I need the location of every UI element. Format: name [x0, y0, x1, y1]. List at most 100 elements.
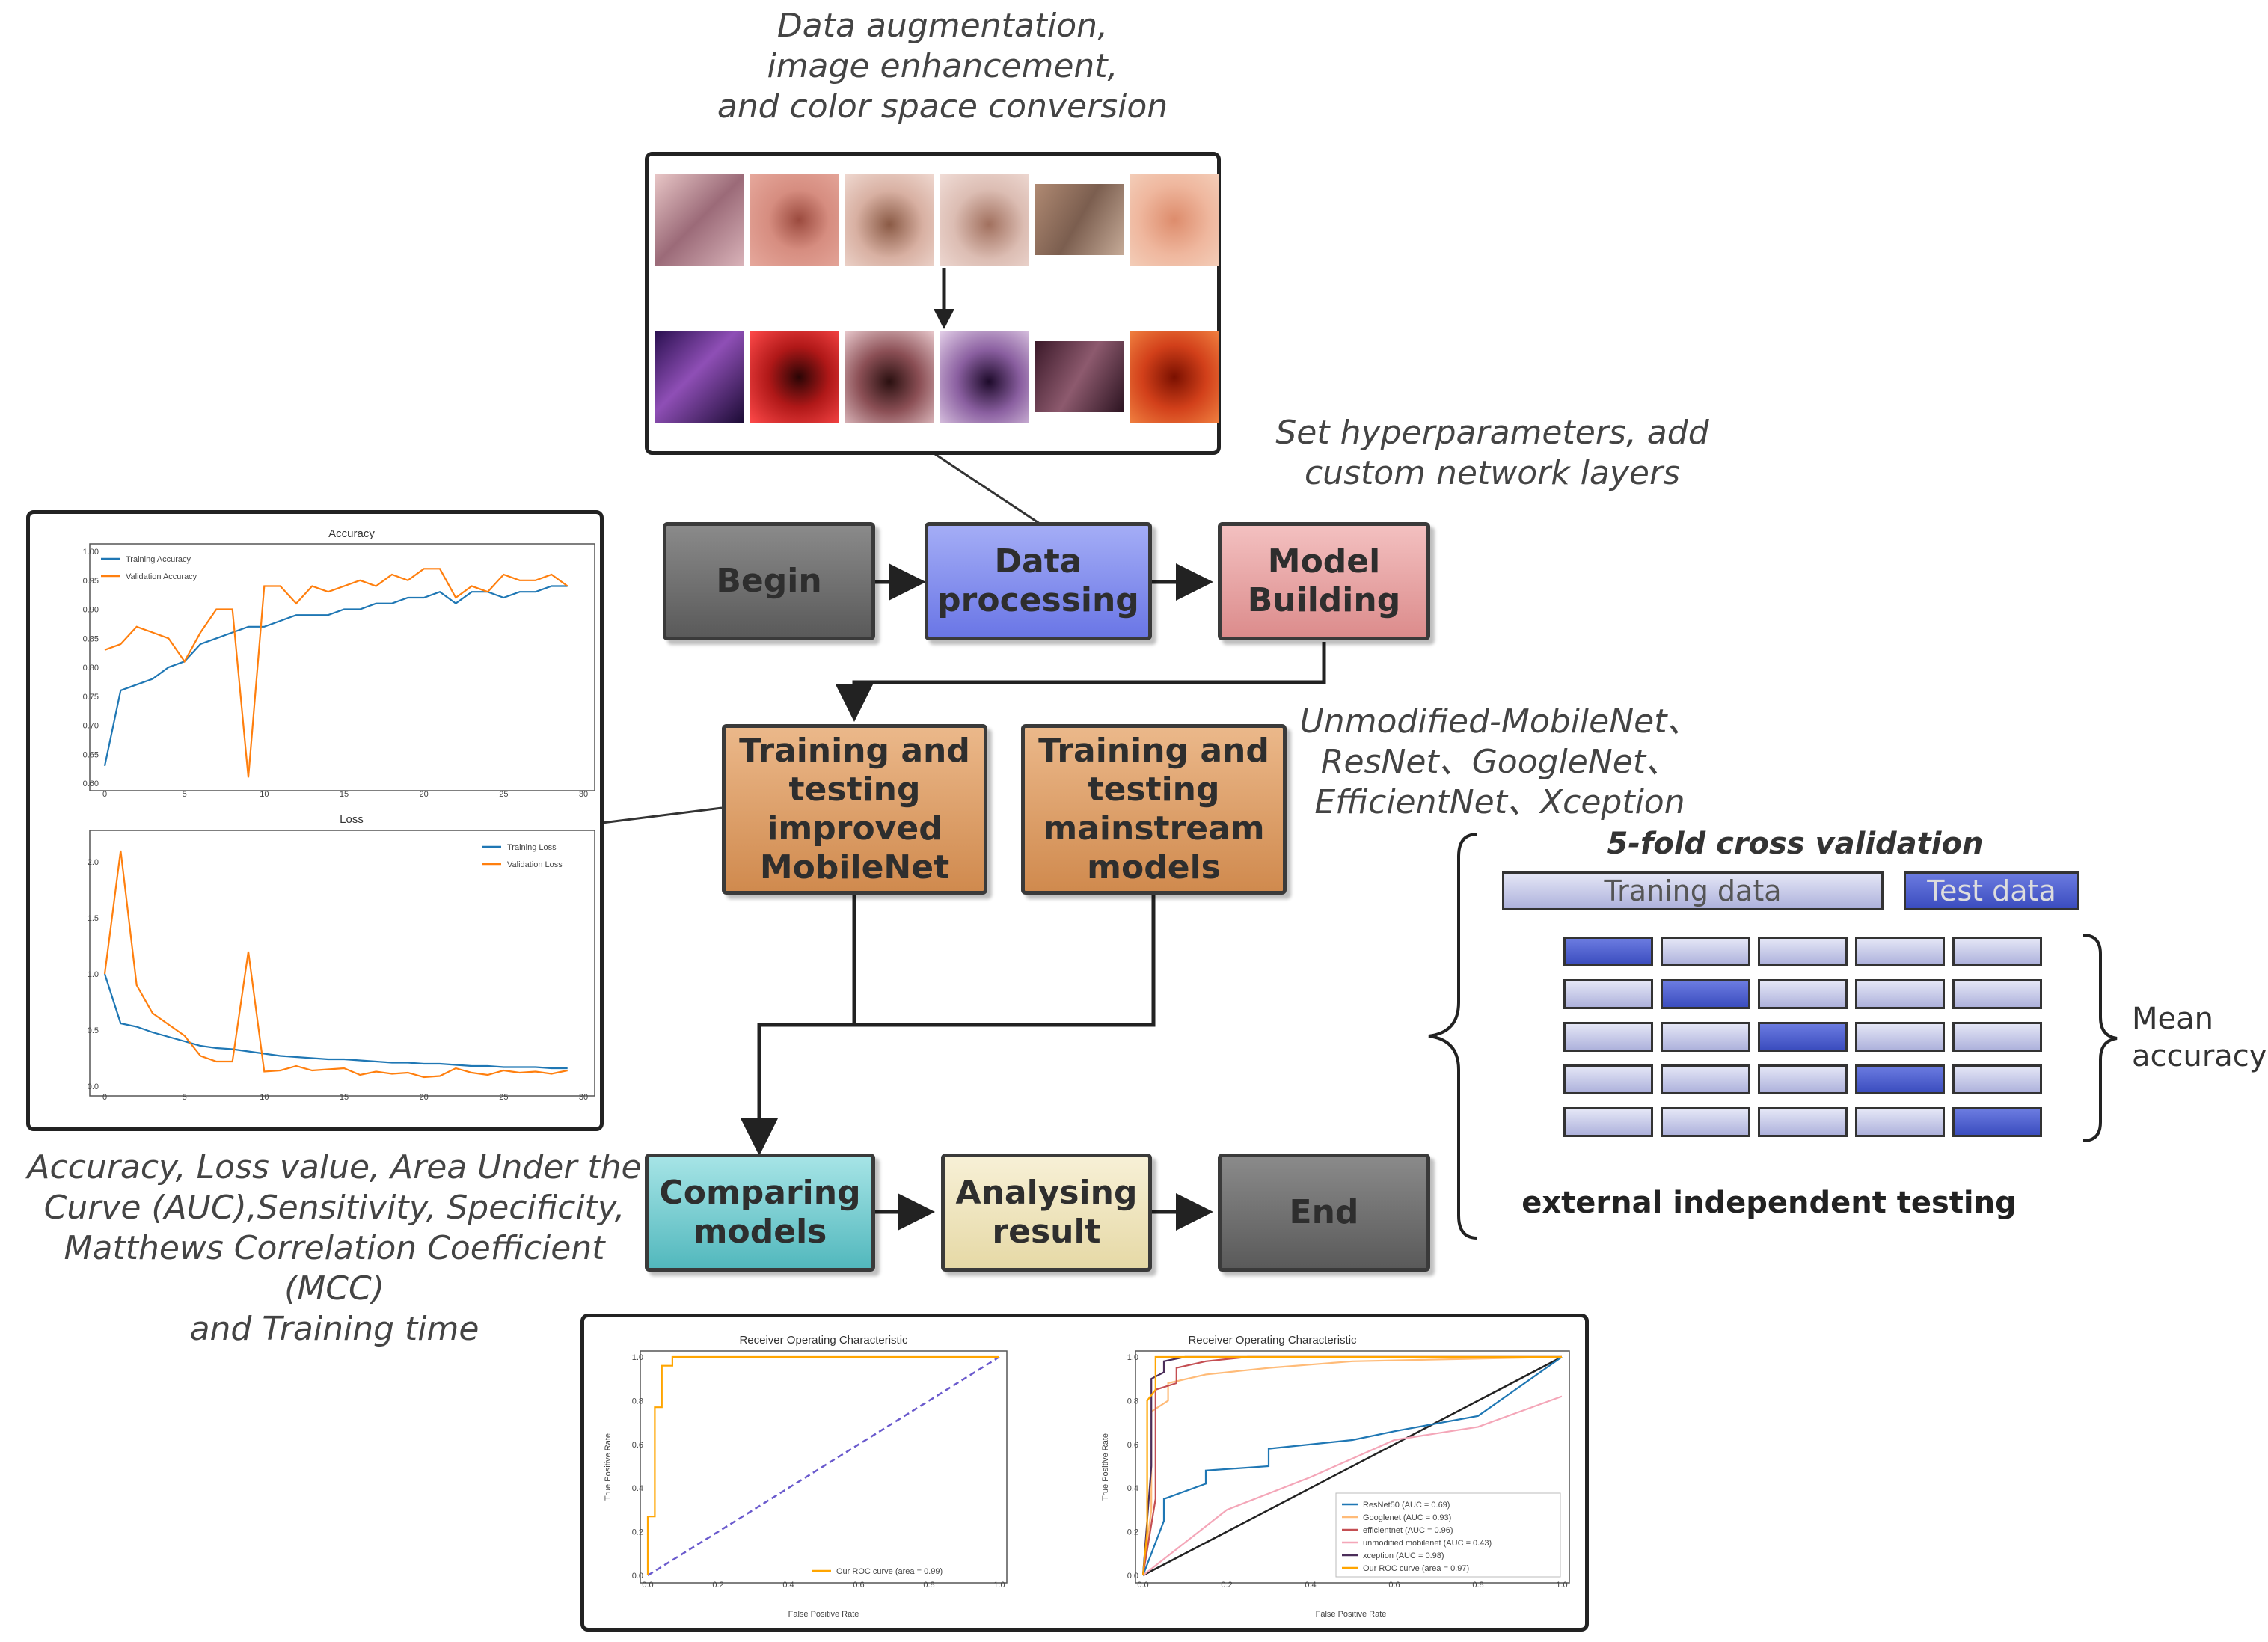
x-tick-label: 1.0	[993, 1581, 1005, 1590]
y-tick-label: 0.0	[1127, 1572, 1138, 1581]
x-tick-label: 0	[102, 790, 107, 799]
x-tick-label: 15	[340, 790, 349, 799]
roc-legend-label: unmodified mobilenet (AUC = 0.43)	[1363, 1539, 1492, 1548]
cv-train-fold-cell	[1952, 937, 2042, 966]
series-line-0	[103, 973, 568, 1070]
end-label: End	[1289, 1193, 1359, 1231]
cv-train-fold-cell	[1855, 979, 1945, 1009]
roc-diagonal-line	[1142, 1355, 1563, 1577]
x-tick-label: 0.2	[712, 1581, 723, 1590]
mean-accuracy-label: Mean accuracy	[2132, 1000, 2267, 1075]
data-processing-box: Data processing	[925, 522, 1152, 640]
cv-brace-left	[1428, 833, 1478, 1240]
train-mainstream-label: models	[1087, 848, 1221, 886]
roc-series-line-5	[1141, 1355, 1562, 1576]
hyperparams-note-line: custom network layers	[1304, 454, 1680, 492]
roc-right-legend-box	[1335, 1492, 1561, 1578]
training-data-bar: Traning data	[1502, 871, 1884, 910]
roc-legend-label: efficientnet (AUC = 0.96)	[1363, 1526, 1453, 1535]
training-curves-svg: Accuracy 1.000.950.900.850.800.750.700.6…	[83, 527, 595, 1102]
roc-curves-svg: Receiver Operating Characteristic False …	[604, 1334, 1570, 1619]
augmentation-image-panel	[645, 152, 1221, 455]
roc-right-frame	[1135, 1350, 1570, 1584]
loss-lines	[103, 850, 568, 1079]
models-note-line: ResNet、GoogleNet、	[1320, 743, 1679, 781]
y-tick-label: 1.0	[1127, 1353, 1138, 1362]
cv-fold-grid	[1563, 937, 2050, 1139]
loss-plot-frame	[89, 830, 595, 1097]
enhanced-lesion-image	[845, 331, 934, 423]
enhanced-lesion-image	[1130, 331, 1219, 423]
mean-accuracy-line: Mean	[2132, 1002, 2213, 1036]
roc-left-lines	[646, 1355, 1000, 1577]
roc-right-lines	[1141, 1355, 1563, 1577]
y-tick-label: 0.95	[83, 577, 99, 586]
y-tick-label: 0.6	[1127, 1441, 1138, 1450]
train-mainstream-label: mainstream	[1043, 809, 1265, 848]
arrow-mainstream-to-comparing	[759, 894, 1156, 1027]
accuracy-chart-title: Accuracy	[328, 527, 375, 540]
roc-series-line-3	[1142, 1395, 1563, 1576]
y-tick-label: 0.60	[83, 779, 99, 788]
cv-test-fold-cell	[1855, 1064, 1945, 1094]
roc-left-xlabel: False Positive Rate	[788, 1610, 859, 1619]
y-tick-label: 1.00	[83, 548, 99, 557]
y-tick-label: 1.5	[88, 914, 99, 923]
x-tick-label: 0.0	[642, 1581, 653, 1590]
models-note-line: EfficientNet、Xception	[1314, 783, 1685, 821]
original-lesion-image	[845, 174, 934, 266]
hyperparams-note: Set hyperparameters, add custom network …	[1272, 413, 1713, 494]
data-processing-label: Data	[994, 542, 1082, 580]
roc-series-line-1	[1141, 1355, 1563, 1576]
legend-train-loss-label: Training Loss	[507, 843, 557, 852]
cv-train-fold-cell	[1855, 1022, 1945, 1052]
cv-train-fold-cell	[1855, 937, 1945, 966]
roc-diagonal-line	[647, 1355, 1000, 1577]
x-tick-label: 30	[579, 1093, 588, 1102]
model-building-label: Building	[1247, 581, 1401, 619]
roc-right-title: Receiver Operating Characteristic	[1188, 1334, 1357, 1347]
roc-right-xlabel: False Positive Rate	[1316, 1610, 1387, 1619]
y-tick-label: 0.2	[1127, 1528, 1138, 1537]
model-building-box: Model Building	[1218, 522, 1430, 640]
cv-train-fold-cell	[1661, 1107, 1750, 1137]
arrow-training-to-comparing	[741, 894, 856, 1156]
y-tick-label: 0.90	[83, 606, 99, 615]
loss-y-ticks: 2.01.51.00.50.0	[88, 858, 99, 1091]
models-note-line: Unmodified-MobileNet、	[1299, 702, 1700, 741]
chart-panel-connector	[601, 806, 723, 824]
analysing-result-label: Analysing	[955, 1174, 1138, 1212]
roc-left-title: Receiver Operating Characteristic	[739, 1334, 908, 1347]
comparing-models-label: models	[693, 1213, 827, 1251]
x-tick-label: 0.6	[1388, 1581, 1400, 1590]
y-tick-label: 0.4	[632, 1484, 643, 1493]
end-box: End	[1218, 1154, 1430, 1272]
y-tick-label: 1.0	[632, 1353, 643, 1362]
y-tick-label: 0.8	[632, 1397, 643, 1406]
arrow-model-to-training	[836, 642, 1326, 722]
roc-legend-label: ResNet50 (AUC = 0.69)	[1363, 1501, 1450, 1510]
y-tick-label: 0.6	[632, 1441, 643, 1450]
enhanced-lesion-image	[940, 331, 1029, 423]
x-tick-label: 25	[499, 790, 508, 799]
analysing-result-box: Analysing result	[941, 1154, 1152, 1272]
accuracy-y-ticks: 1.000.950.900.850.800.750.700.650.60	[83, 548, 99, 788]
original-lesion-image	[1130, 174, 1219, 266]
x-tick-label: 0	[102, 1093, 107, 1102]
mean-accuracy-line: accuracy	[2132, 1039, 2267, 1073]
series-line-1	[103, 850, 568, 1079]
metrics-note: Accuracy, Loss value, Area Under the Cur…	[9, 1148, 660, 1350]
y-tick-label: 0.70	[83, 722, 99, 731]
x-tick-label: 15	[340, 1093, 349, 1102]
cv-train-fold-cell	[1758, 1064, 1848, 1094]
y-tick-label: 0.85	[83, 634, 99, 643]
roc-series-line-0	[646, 1355, 999, 1575]
series-line-1	[104, 568, 568, 778]
train-mainstream-label: Training and	[1038, 732, 1269, 770]
train-improved-label: improved	[767, 809, 943, 848]
x-tick-label: 30	[579, 790, 588, 799]
roc-panel: Receiver Operating Characteristic False …	[580, 1314, 1589, 1632]
x-tick-label: 0.8	[1472, 1581, 1483, 1590]
